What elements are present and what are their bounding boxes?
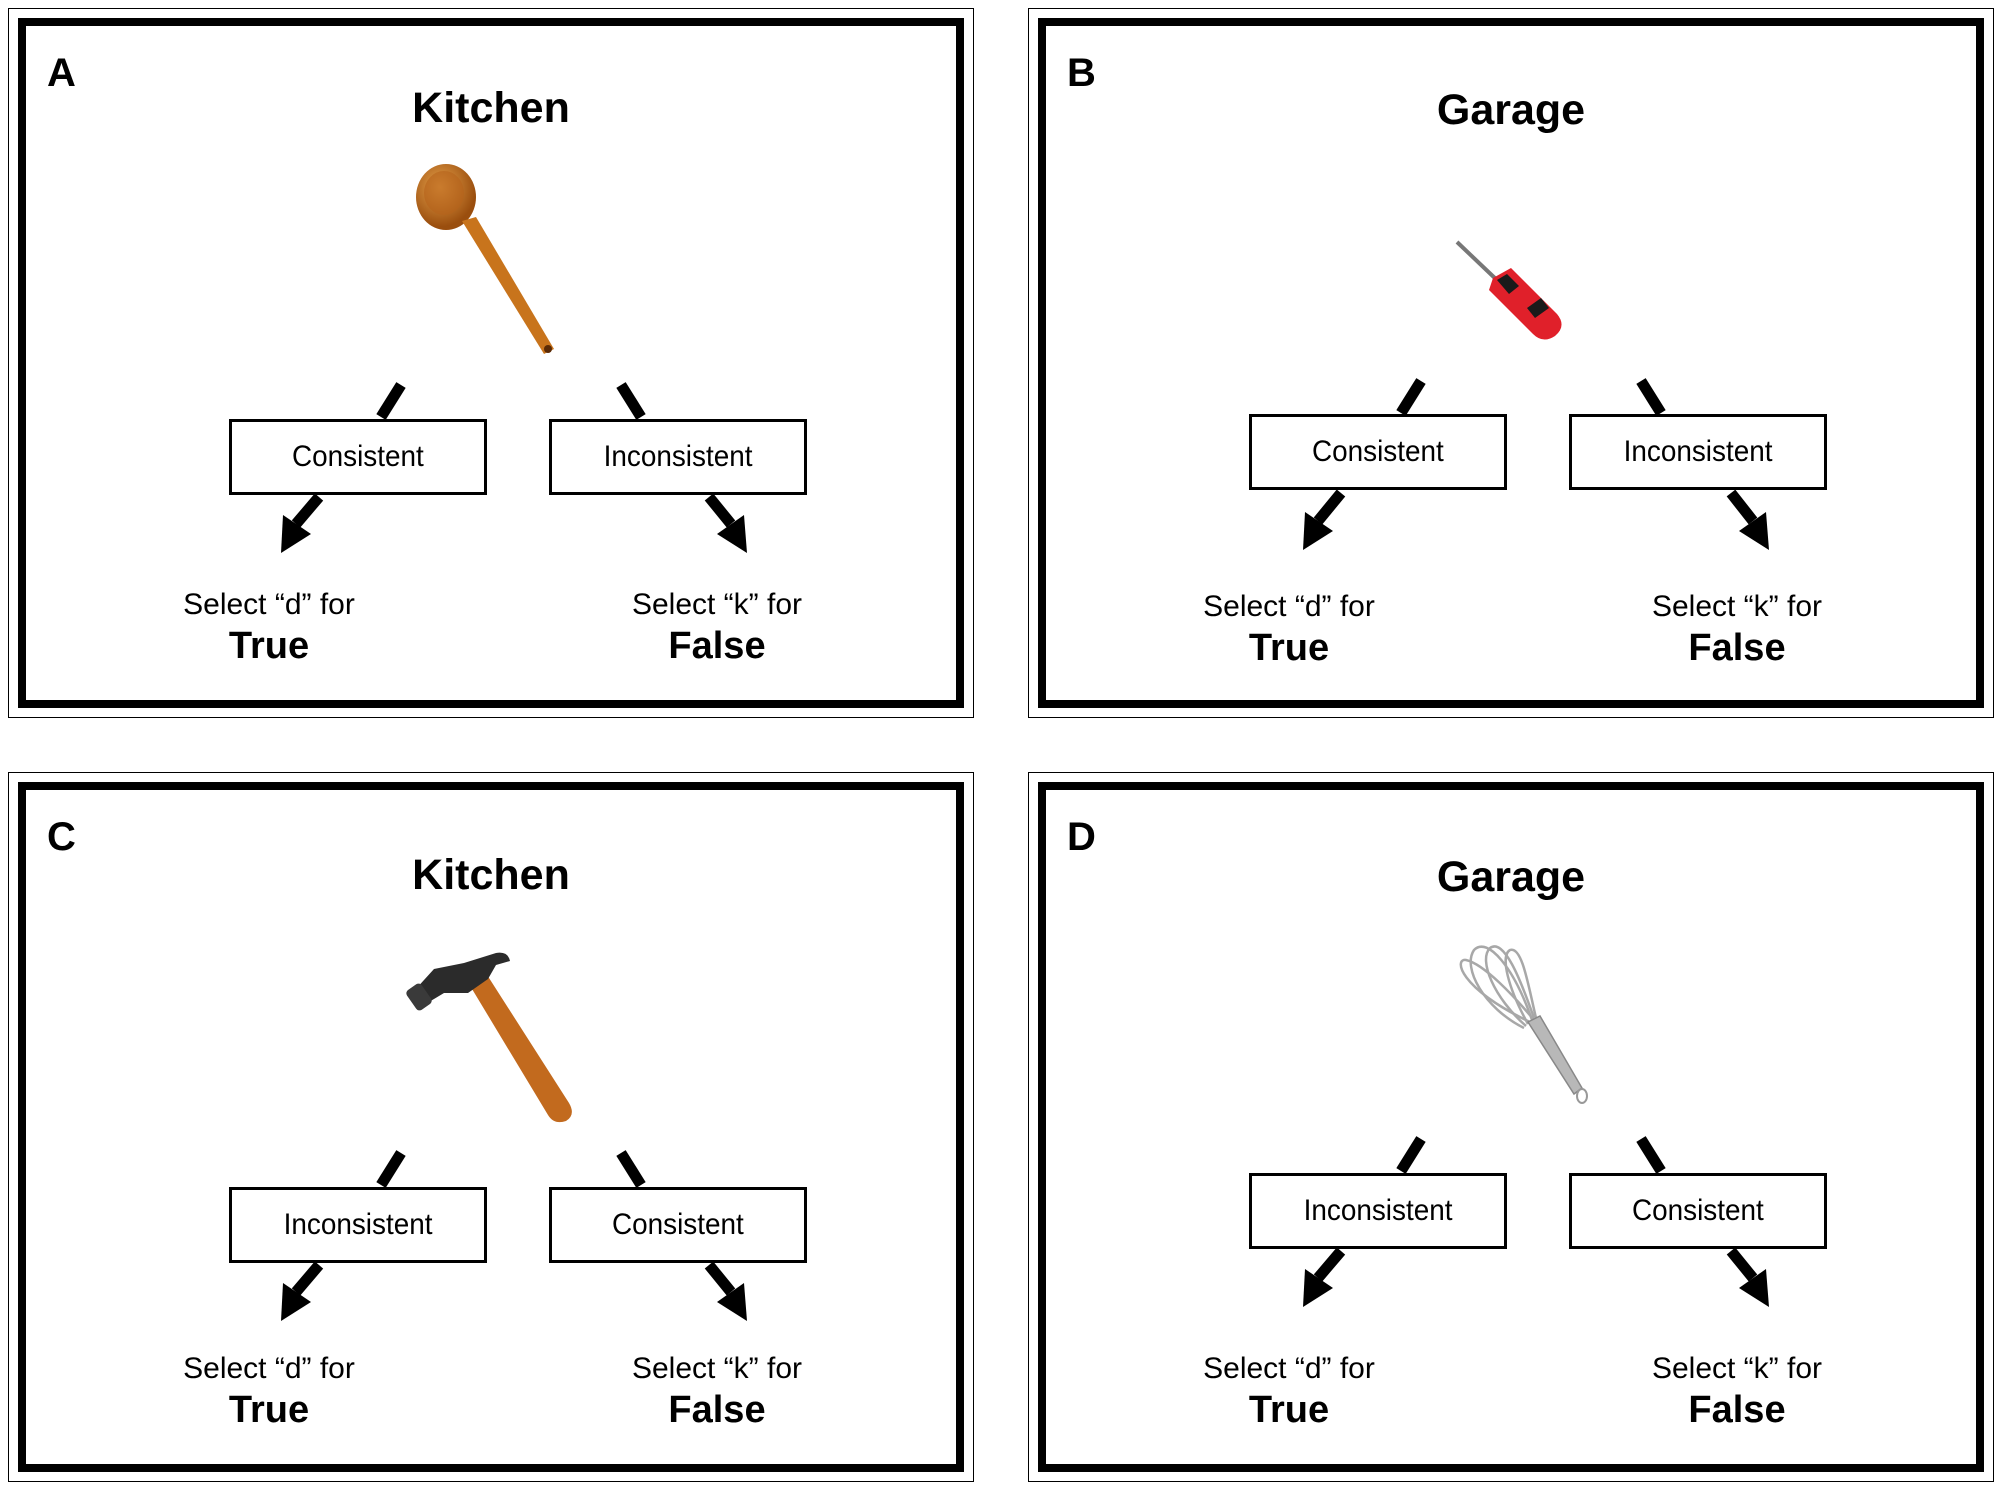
left-answer: True (228, 1389, 310, 1431)
right-response: Select “k” for False (587, 1351, 847, 1433)
right-choice-box: Inconsistent (1569, 414, 1827, 490)
right-choice-box: Inconsistent (549, 419, 807, 495)
left-choice-box: Consistent (1249, 414, 1507, 490)
right-select-text: Select “k” for (1651, 1352, 1823, 1385)
whisk-icon (1459, 945, 1588, 1104)
hammer-icon (406, 952, 572, 1123)
panel-letter: B (1067, 51, 1096, 95)
panel-frame (1038, 18, 1984, 708)
left-select-text: Select “d” for (1203, 590, 1375, 623)
right-select-text: Select “k” for (631, 588, 803, 621)
right-response: Select “k” for False (587, 587, 847, 669)
panel-frame (1038, 782, 1984, 1472)
panel-c: C Kitchen Inconsistent Consistent Select… (8, 772, 974, 1482)
left-answer: True (228, 625, 310, 667)
left-response: Select “d” for True (1159, 589, 1419, 671)
left-response: Select “d” for True (1159, 1351, 1419, 1433)
left-choice-label: Consistent (292, 440, 424, 473)
left-choice-label: Inconsistent (283, 1208, 433, 1241)
panel-d: D Garage Inconsistent Consistent Select … (1028, 772, 1994, 1482)
left-response: Select “d” for True (139, 587, 399, 669)
scene-title: Kitchen (412, 851, 570, 899)
scene-title: Garage (1436, 86, 1586, 134)
left-select-text: Select “d” for (183, 1352, 355, 1385)
screwdriver-icon (1455, 240, 1562, 340)
spoon-icon (416, 164, 554, 354)
left-choice-label: Inconsistent (1303, 1194, 1453, 1227)
right-choice-box: Consistent (1569, 1173, 1827, 1249)
left-choice-box: Consistent (229, 419, 487, 495)
left-select-text: Select “d” for (1203, 1352, 1375, 1385)
scene-title: Garage (1436, 853, 1586, 901)
right-response: Select “k” for False (1607, 589, 1867, 671)
left-choice-box: Inconsistent (1249, 1173, 1507, 1249)
panel-a: A Kitchen Consistent Inconsistent Select… (8, 8, 974, 718)
panel-letter: C (47, 815, 76, 859)
panel-letter: A (47, 51, 76, 95)
left-choice-box: Inconsistent (229, 1187, 487, 1263)
right-choice-box: Consistent (549, 1187, 807, 1263)
right-select-text: Select “k” for (1651, 590, 1823, 623)
right-answer: False (1688, 1389, 1786, 1431)
right-choice-label: Consistent (612, 1208, 744, 1241)
left-answer: True (1248, 627, 1330, 669)
panel-letter: D (1067, 815, 1096, 859)
right-choice-label: Inconsistent (603, 440, 753, 473)
panel-b: B Garage Consistent Inconsistent Select … (1028, 8, 1994, 718)
left-response: Select “d” for True (139, 1351, 399, 1433)
right-choice-label: Consistent (1632, 1194, 1764, 1227)
right-select-text: Select “k” for (631, 1352, 803, 1385)
panel-frame (18, 18, 964, 708)
scene-title: Kitchen (412, 84, 570, 132)
right-answer: False (1688, 627, 1786, 669)
right-answer: False (668, 1389, 766, 1431)
panel-frame (18, 782, 964, 1472)
left-answer: True (1248, 1389, 1330, 1431)
right-response: Select “k” for False (1607, 1351, 1867, 1433)
right-choice-label: Inconsistent (1623, 435, 1773, 468)
right-answer: False (668, 625, 766, 667)
left-choice-label: Consistent (1312, 435, 1444, 468)
left-select-text: Select “d” for (183, 588, 355, 621)
